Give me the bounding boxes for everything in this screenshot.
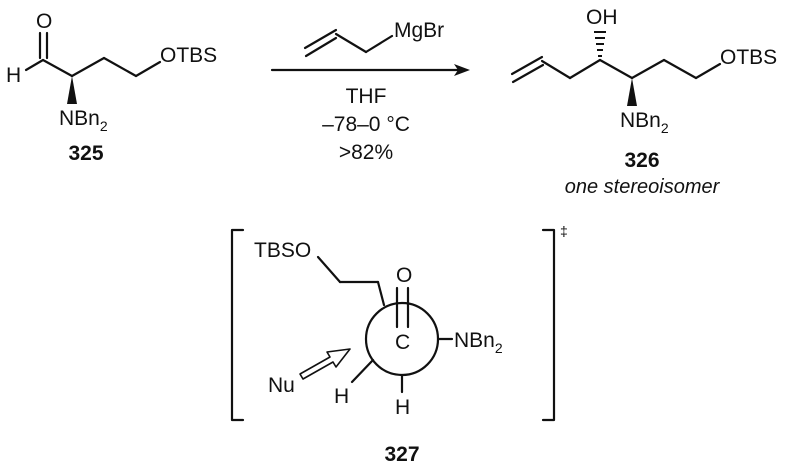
aldehyde-oxygen: O (36, 10, 52, 33)
carbon-label: C (395, 331, 410, 354)
carbonyl-oxygen: O (396, 264, 412, 287)
hashed-bond (594, 31, 606, 57)
ts-symbol: ‡ (560, 223, 568, 239)
hydrogen-bottom: H (395, 396, 410, 419)
solvent-label: THF (346, 85, 387, 108)
silyl-ether-label: TBSO (254, 239, 311, 262)
compound-number: 325 (68, 142, 103, 165)
compound-326: OH OTBS NBn2 326 one stereoisomer (510, 6, 777, 198)
amine-label: NBn2 (620, 109, 669, 136)
hydroxyl-label: OH (586, 6, 618, 29)
arrow-head (454, 64, 470, 76)
silyl-ether-label: OTBS (720, 46, 777, 69)
stereo-wedge (67, 76, 77, 104)
amine-label: NBn2 (59, 107, 108, 134)
aldehyde-hydrogen: H (6, 64, 21, 87)
yield-label: >82% (339, 141, 393, 164)
stereo-note: one stereoisomer (565, 176, 721, 198)
nucleophile-attack-arrow (299, 348, 351, 380)
stereo-wedge (627, 78, 637, 106)
reaction-arrow: MgBr THF –78–0 °C >82% (270, 19, 470, 164)
amine-label: NBn2 (454, 329, 503, 356)
compound-number: 327 (384, 443, 419, 466)
grignard-label: MgBr (394, 19, 444, 42)
compound-327: ‡ TBSO O C NBn2 H H Nu 327 (230, 223, 568, 466)
nucleophile-label: Nu (268, 374, 295, 397)
hydrogen-left: H (334, 385, 349, 408)
compound-325: O H OTBS NBn2 325 (6, 10, 217, 165)
compound-number: 326 (624, 149, 659, 172)
silyl-ether-label: OTBS (160, 44, 217, 67)
temperature-label: –78–0 °C (322, 113, 410, 136)
